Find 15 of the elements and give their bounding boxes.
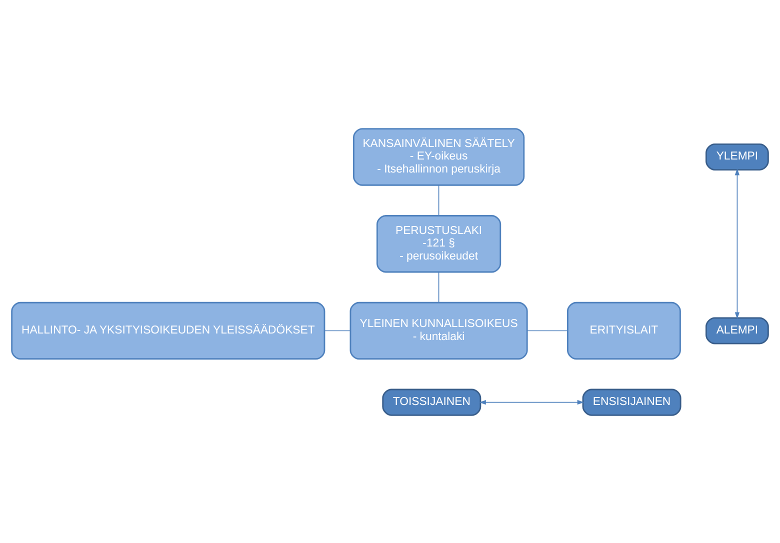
node-box: ALEMPI: [706, 316, 769, 344]
connector: [324, 330, 351, 331]
connector: [438, 184, 440, 216]
node-box: ENSISIJAINEN: [582, 388, 682, 416]
arrow: [734, 168, 740, 318]
arrow: [479, 399, 584, 404]
node-box: PERUSTUSLAKI -121 § - perusoikeudet: [376, 214, 502, 272]
node-box: KANSAINVÄLINEN SÄÄTELY - EY-oikeus - Itsehallinnon peruskirja: [352, 128, 525, 186]
connector: [438, 271, 440, 302]
node-box: TOISSIJAINEN: [382, 388, 482, 416]
node-box: YLEINEN KUNNALLISOIKEUS - kuntalaki: [350, 301, 528, 360]
connector: [526, 330, 568, 331]
node-box: ERITYISLAIT: [566, 301, 681, 360]
node-box: HALLINTO- JA YKSITYISOIKEUDEN YLEISSÄÄDÖKSET: [11, 301, 326, 360]
node-box: YLEMPI: [706, 142, 769, 170]
